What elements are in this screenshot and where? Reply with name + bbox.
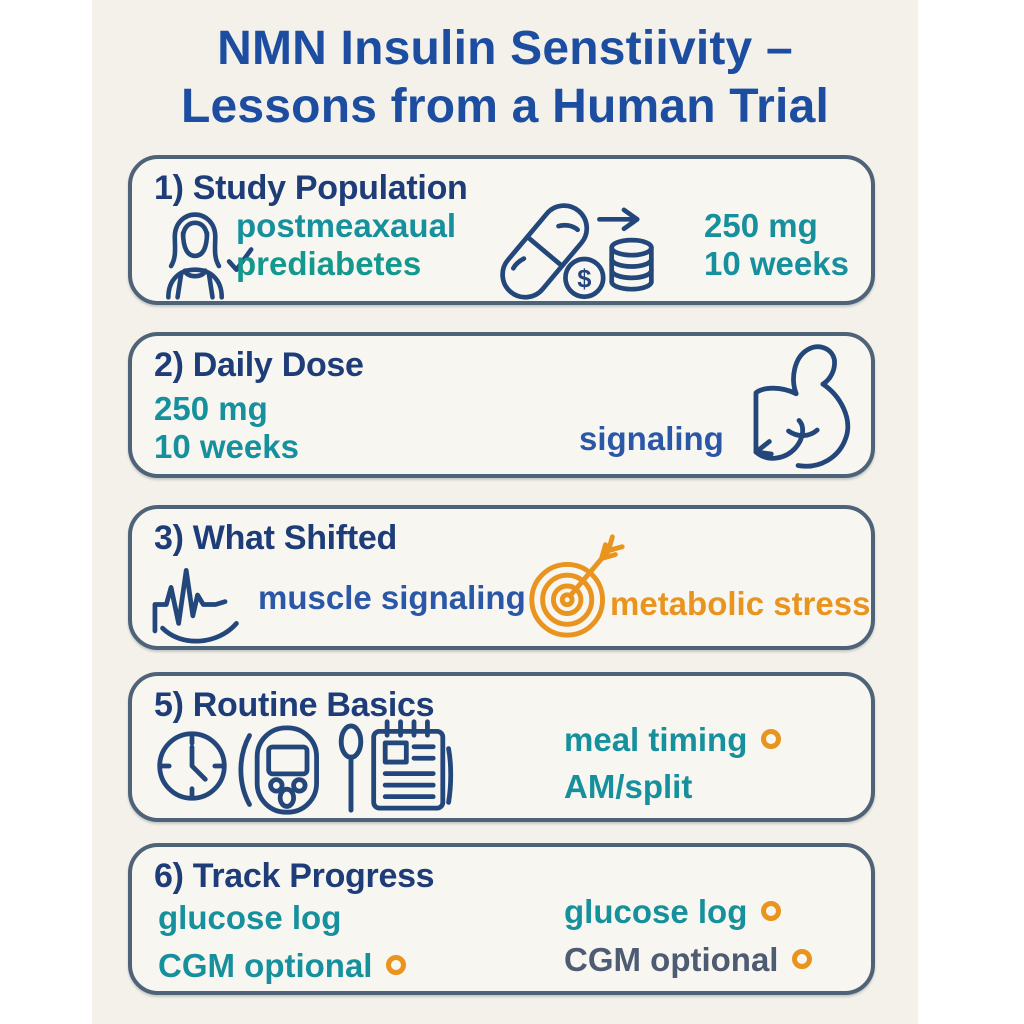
track-progress-right: glucose log CGM optional: [564, 891, 813, 987]
daily-dose-line2: 10 weeks: [154, 428, 299, 465]
daily-dose-line1: 250 mg: [154, 390, 268, 427]
page-title: NMN Insulin Senstiivity – Lessons from a…: [92, 20, 918, 136]
pulse-icon: [152, 568, 239, 644]
checkmark-icon: [226, 247, 254, 273]
card-heading-study-population: 1) Study Population: [154, 169, 468, 207]
card-study-population: 1) Study Population postmeaxaual prediab…: [128, 155, 875, 305]
dose-labels: 250 mg 10 weeks: [704, 207, 849, 283]
card-track-progress: 6) Track Progress glucose log CGM option…: [128, 843, 875, 995]
card-heading-what-shifted: 3) What Shifted: [154, 519, 397, 557]
ring-icon: [386, 955, 407, 975]
card-routine-basics: 5) Routine Basics meal timing AM/split: [128, 672, 875, 822]
bicep-icon: [753, 344, 851, 469]
arrow-right-icon: [597, 207, 640, 232]
card-heading-routine-basics: 5) Routine Basics: [154, 686, 435, 724]
ring-icon: [761, 729, 782, 749]
glucose-log-label-left: glucose log: [158, 899, 342, 936]
cohort-labels: postmeaxaual prediabetes: [236, 207, 456, 283]
capsule-icon: $: [500, 203, 654, 300]
card-heading-daily-dose: 2) Daily Dose: [154, 346, 364, 384]
svg-text:$: $: [577, 265, 591, 293]
dollar-coin-icon: $: [563, 256, 606, 300]
card-what-shifted: 3) What Shifted muscle signaling metabol…: [128, 505, 875, 650]
cgm-optional-label-left: CGM optional: [158, 947, 373, 984]
dose-line1: 250 mg: [704, 207, 818, 244]
card-heading-track-progress: 6) Track Progress: [154, 857, 435, 895]
woman-icon: [166, 212, 254, 300]
card-daily-dose: 2) Daily Dose 250 mg 10 weeks signaling: [128, 332, 875, 478]
am-split-label: AM/split: [564, 768, 693, 805]
dose-line2: 10 weeks: [704, 245, 849, 282]
page-title-line2: Lessons from a Human Trial: [180, 80, 830, 133]
meal-timing-label: meal timing: [564, 721, 748, 758]
routine-labels: meal timing AM/split: [564, 720, 782, 814]
cohort-line1: postmeaxaual: [236, 207, 457, 244]
page-title-line1: NMN Insulin Senstiivity –: [217, 22, 793, 75]
glucose-log-label-right: glucose log: [564, 893, 748, 930]
coin-stack-icon: [609, 237, 654, 292]
signaling-label: signaling: [579, 420, 724, 457]
cohort-line2: prediabetes: [236, 245, 422, 282]
clock-icon: [157, 731, 227, 801]
glucose-meter-icon: [238, 725, 319, 815]
notepad-icon: [371, 719, 454, 811]
ring-icon: [761, 901, 782, 921]
muscle-signaling-label: muscle signaling: [258, 579, 526, 616]
ring-icon: [792, 949, 813, 969]
cgm-optional-label-right: CGM optional: [564, 941, 779, 978]
daily-dose-labels: 250 mg 10 weeks: [154, 390, 299, 466]
target-arrow-icon: [529, 534, 625, 638]
spoon-icon: [338, 723, 364, 813]
metabolic-stress-label: metabolic stress: [610, 585, 871, 622]
track-progress-left: glucose log CGM optional: [158, 897, 407, 993]
